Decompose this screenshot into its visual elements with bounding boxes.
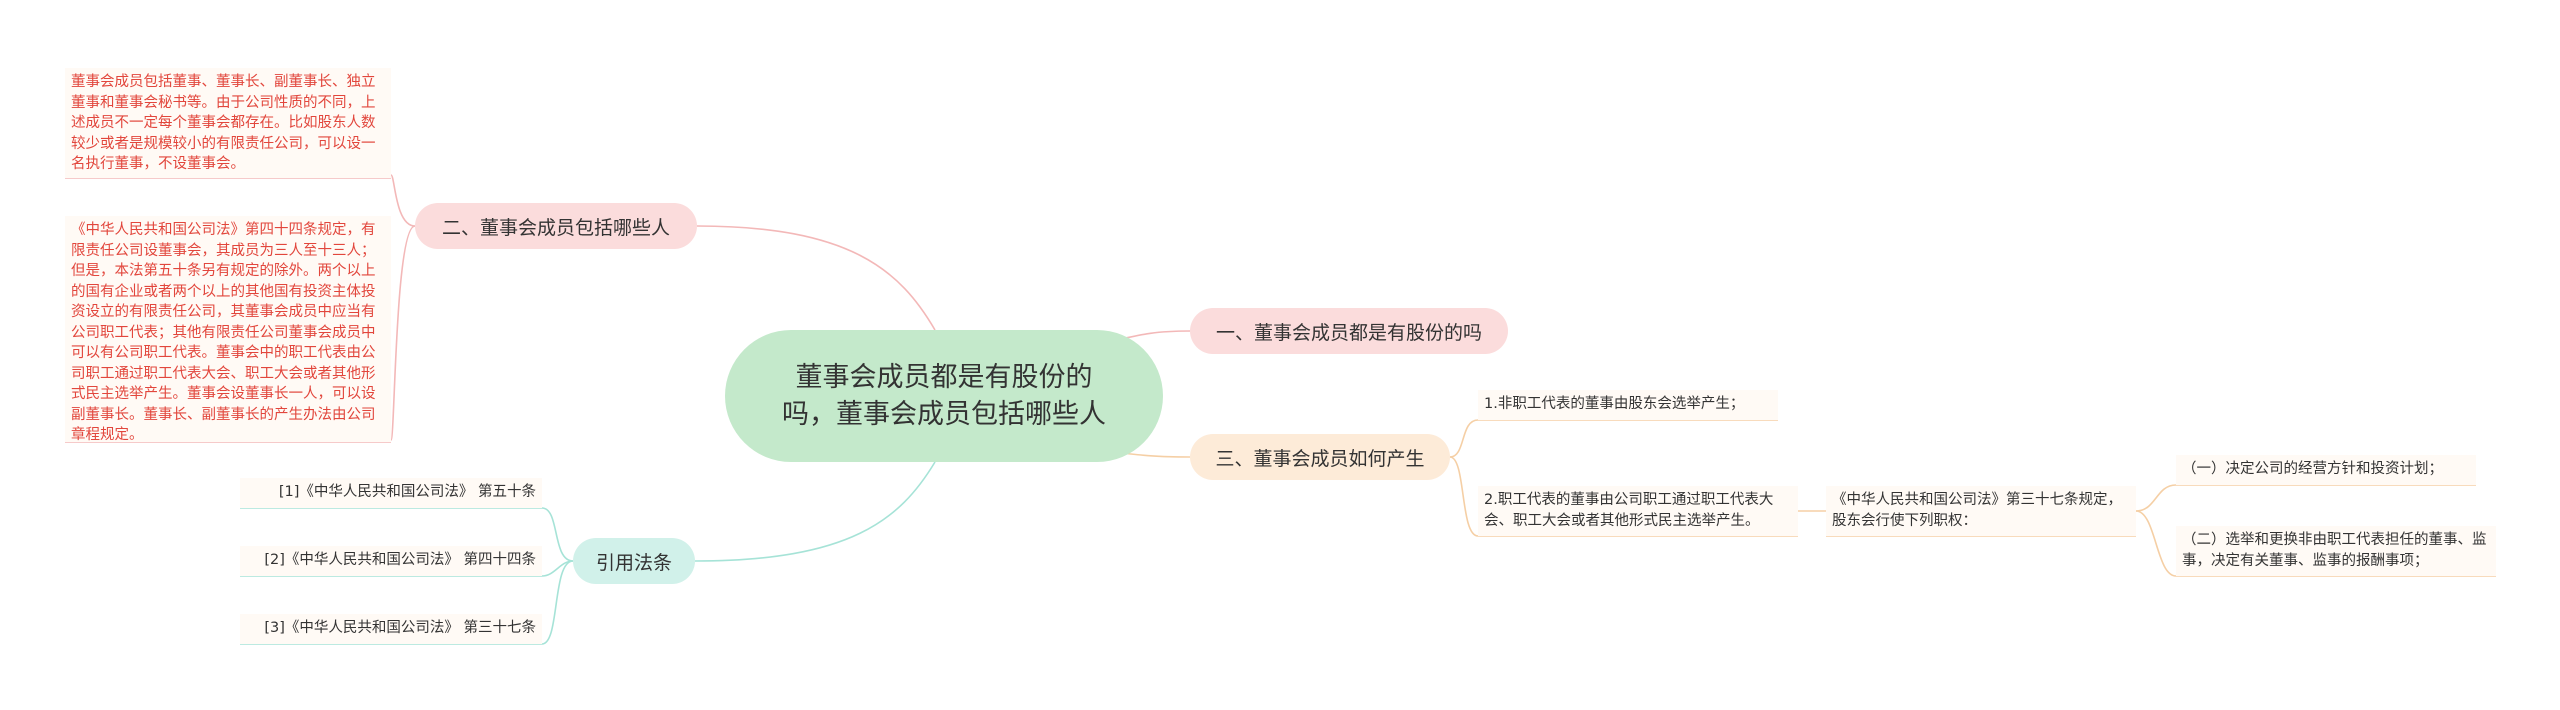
link-b3-item2 [1449, 456, 1479, 537]
link-root-b2 [696, 225, 936, 331]
power-item[interactable]: （一）决定公司的经营方针和投资计划； [2176, 455, 2476, 485]
note-board-composition[interactable]: 董事会成员包括董事、董事长、副董事长、独立董事和董事会秘书等。由于公司性质的不同… [65, 68, 391, 178]
branch-board-members[interactable]: 二、董事会成员包括哪些人 [415, 203, 697, 249]
link-b4-c1 [541, 507, 574, 562]
item-employee-directors[interactable]: 2.职工代表的董事由公司职工通过职工代表大会、职工大会或者其他形式民主选举产生。 [1478, 486, 1798, 536]
citation-item[interactable]: [2]《中华人民共和国公司法》 第四十四条 [240, 546, 542, 576]
branch-shareholding-question[interactable]: 一、董事会成员都是有股份的吗 [1190, 308, 1508, 354]
root-topic-label: 董事会成员都是有股份的吗，董事会成员包括哪些人 [782, 362, 1106, 430]
item-non-employee-directors[interactable]: 1.非职工代表的董事由股东会选举产生； [1478, 390, 1778, 420]
branch-how-produced-label: 三、董事会成员如何产生 [1215, 447, 1425, 470]
root-topic[interactable]: 董事会成员都是有股份的吗，董事会成员包括哪些人 [725, 330, 1163, 462]
link-law-power1 [2135, 484, 2177, 512]
link-law-power2 [2135, 510, 2177, 577]
branch-cited-laws-label: 引用法条 [595, 551, 672, 574]
branch-cited-laws[interactable]: 引用法条 [573, 538, 695, 584]
power-item[interactable]: （二）选举和更换非由职工代表担任的董事、监事，决定有关董事、监事的报酬事项； [2176, 526, 2496, 576]
citation-item[interactable]: [1]《中华人民共和国公司法》 第五十条 [240, 478, 542, 508]
citation-item[interactable]: [3]《中华人民共和国公司法》 第三十七条 [240, 614, 542, 644]
note-article-44[interactable]: 《中华人民共和国公司法》第四十四条规定，有限责任公司设董事会，其成员为三人至十三… [65, 216, 391, 443]
link-b4-c3 [541, 560, 574, 645]
branch-how-members-produced[interactable]: 三、董事会成员如何产生 [1190, 434, 1450, 480]
branch-shareholding-label: 一、董事会成员都是有股份的吗 [1215, 321, 1482, 344]
link-b3-item1 [1449, 419, 1479, 458]
link-root-b4 [694, 461, 936, 562]
link-b2-note2 [390, 225, 416, 441]
law-article-37[interactable]: 《中华人民共和国公司法》第三十七条规定，股东会行使下列职权： [1826, 486, 2136, 536]
link-b2-note1 [390, 174, 416, 227]
branch-board-members-label: 二、董事会成员包括哪些人 [441, 216, 670, 239]
